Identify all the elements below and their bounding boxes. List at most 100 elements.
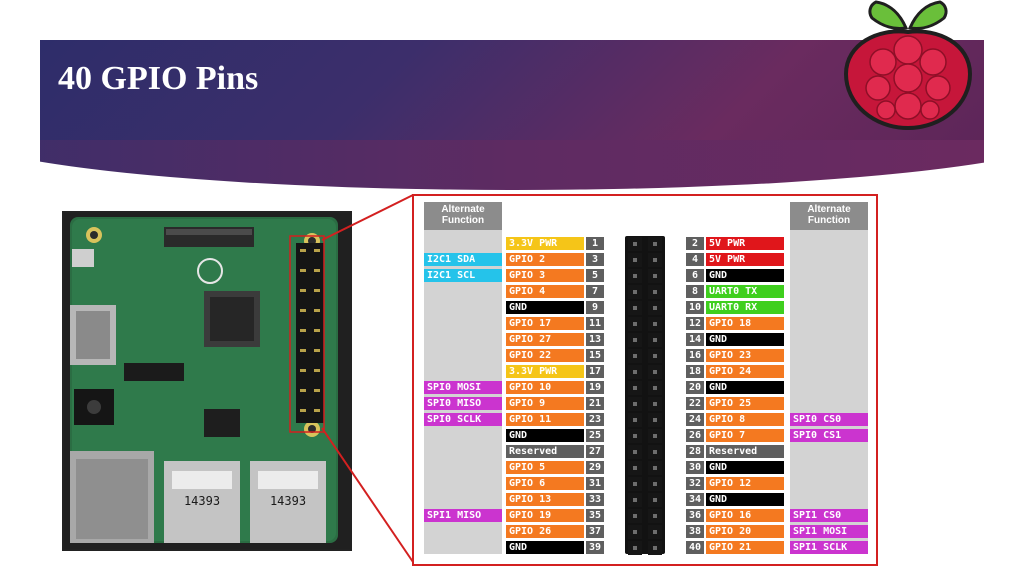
- pin-number-left: 37: [586, 525, 604, 538]
- pin-number-right: 26: [686, 429, 704, 442]
- pin-number-right: 24: [686, 413, 704, 426]
- header-pin: [628, 445, 642, 459]
- pin-number-right: 18: [686, 365, 704, 378]
- pin-number-left: 13: [586, 333, 604, 346]
- pin-number-left: 9: [586, 301, 604, 314]
- pin-number-right: 28: [686, 445, 704, 458]
- header-pin: [628, 509, 642, 523]
- right-alt-function-label: SPI1 CS0: [790, 509, 868, 522]
- header-pin: [648, 317, 662, 331]
- pin-label-right: GND: [706, 333, 784, 346]
- left-alt-function-label: I2C1 SDA: [424, 253, 502, 266]
- header-pin: [628, 477, 642, 491]
- left-alt-function-label: SPI0 MISO: [424, 397, 502, 410]
- pin-label-left: GND: [506, 541, 584, 554]
- pin-number-right: 12: [686, 317, 704, 330]
- pin-label-left: GPIO 11: [506, 413, 584, 426]
- pin-label-right: GND: [706, 493, 784, 506]
- pin-number-right: 4: [686, 253, 704, 266]
- pin-label-right: GPIO 20: [706, 525, 784, 538]
- pin-number-right: 36: [686, 509, 704, 522]
- pin-label-left: GPIO 4: [506, 285, 584, 298]
- pin-number-left: 27: [586, 445, 604, 458]
- title-banner-curve: [40, 140, 984, 192]
- header-pin: [628, 381, 642, 395]
- header-pin: [628, 541, 642, 555]
- pin-label-left: GPIO 22: [506, 349, 584, 362]
- pin-number-left: 3: [586, 253, 604, 266]
- pin-number-right: 8: [686, 285, 704, 298]
- header-pin: [648, 493, 662, 507]
- header-pin: [628, 269, 642, 283]
- pin-number-left: 33: [586, 493, 604, 506]
- pin-label-right: GPIO 21: [706, 541, 784, 554]
- right-alt-function-label: SPI1 MOSI: [790, 525, 868, 538]
- pin-label-right: GND: [706, 269, 784, 282]
- header-pin: [648, 413, 662, 427]
- header-pin: [648, 445, 662, 459]
- pin-label-right: GPIO 18: [706, 317, 784, 330]
- pin-number-left: 7: [586, 285, 604, 298]
- pin-number-left: 23: [586, 413, 604, 426]
- header-pin: [628, 397, 642, 411]
- right-alt-function-label: SPI0 CS1: [790, 429, 868, 442]
- header-pin: [628, 317, 642, 331]
- pin-label-left: GPIO 2: [506, 253, 584, 266]
- pin-label-right: GPIO 12: [706, 477, 784, 490]
- pin-label-right: UART0 TX: [706, 285, 784, 298]
- pin-number-left: 1: [586, 237, 604, 250]
- pin-label-left: GPIO 17: [506, 317, 584, 330]
- right-alt-column-bg: [790, 230, 868, 554]
- right-alt-function-header: Alternate Function: [790, 202, 868, 230]
- pin-label-right: GPIO 25: [706, 397, 784, 410]
- pin-number-right: 20: [686, 381, 704, 394]
- pin-number-right: 40: [686, 541, 704, 554]
- header-pin: [628, 413, 642, 427]
- pin-label-right: GND: [706, 381, 784, 394]
- pin-label-left: Reserved: [506, 445, 584, 458]
- pin-label-left: GPIO 27: [506, 333, 584, 346]
- pin-label-right: GND: [706, 461, 784, 474]
- pin-number-right: 34: [686, 493, 704, 506]
- pin-number-left: 21: [586, 397, 604, 410]
- right-alt-function-label: SPI0 CS0: [790, 413, 868, 426]
- pin-label-left: GPIO 10: [506, 381, 584, 394]
- header-pin: [628, 285, 642, 299]
- pin-label-right: 5V PWR: [706, 253, 784, 266]
- pin-number-left: 35: [586, 509, 604, 522]
- header-pin: [648, 509, 662, 523]
- pin-number-right: 14: [686, 333, 704, 346]
- pin-number-right: 2: [686, 237, 704, 250]
- pin-label-right: GPIO 24: [706, 365, 784, 378]
- header-pin: [648, 333, 662, 347]
- header-pin: [628, 349, 642, 363]
- pin-number-right: 22: [686, 397, 704, 410]
- left-alt-function-header: Alternate Function: [424, 202, 502, 230]
- left-alt-function-label: I2C1 SCL: [424, 269, 502, 282]
- header-pin: [648, 477, 662, 491]
- header-pin: [628, 253, 642, 267]
- pin-number-left: 17: [586, 365, 604, 378]
- pin-label-left: GPIO 19: [506, 509, 584, 522]
- pin-number-left: 15: [586, 349, 604, 362]
- header-pin: [628, 525, 642, 539]
- header-pin: [648, 269, 662, 283]
- pin-number-right: 10: [686, 301, 704, 314]
- header-pin: [648, 381, 662, 395]
- header-pin: [648, 349, 662, 363]
- pin-number-left: 19: [586, 381, 604, 394]
- pin-label-left: GPIO 5: [506, 461, 584, 474]
- pin-number-right: 6: [686, 269, 704, 282]
- header-pin: [628, 429, 642, 443]
- header-pin: [628, 333, 642, 347]
- pin-number-right: 38: [686, 525, 704, 538]
- left-alt-function-label: SPI0 MOSI: [424, 381, 502, 394]
- header-pin: [628, 461, 642, 475]
- usb-label-1: 14393: [184, 494, 220, 508]
- pin-label-left: GPIO 3: [506, 269, 584, 282]
- header-pin: [628, 301, 642, 315]
- pin-number-left: 29: [586, 461, 604, 474]
- header-pin: [648, 237, 662, 251]
- pin-label-left: GPIO 13: [506, 493, 584, 506]
- pin-label-right: Reserved: [706, 445, 784, 458]
